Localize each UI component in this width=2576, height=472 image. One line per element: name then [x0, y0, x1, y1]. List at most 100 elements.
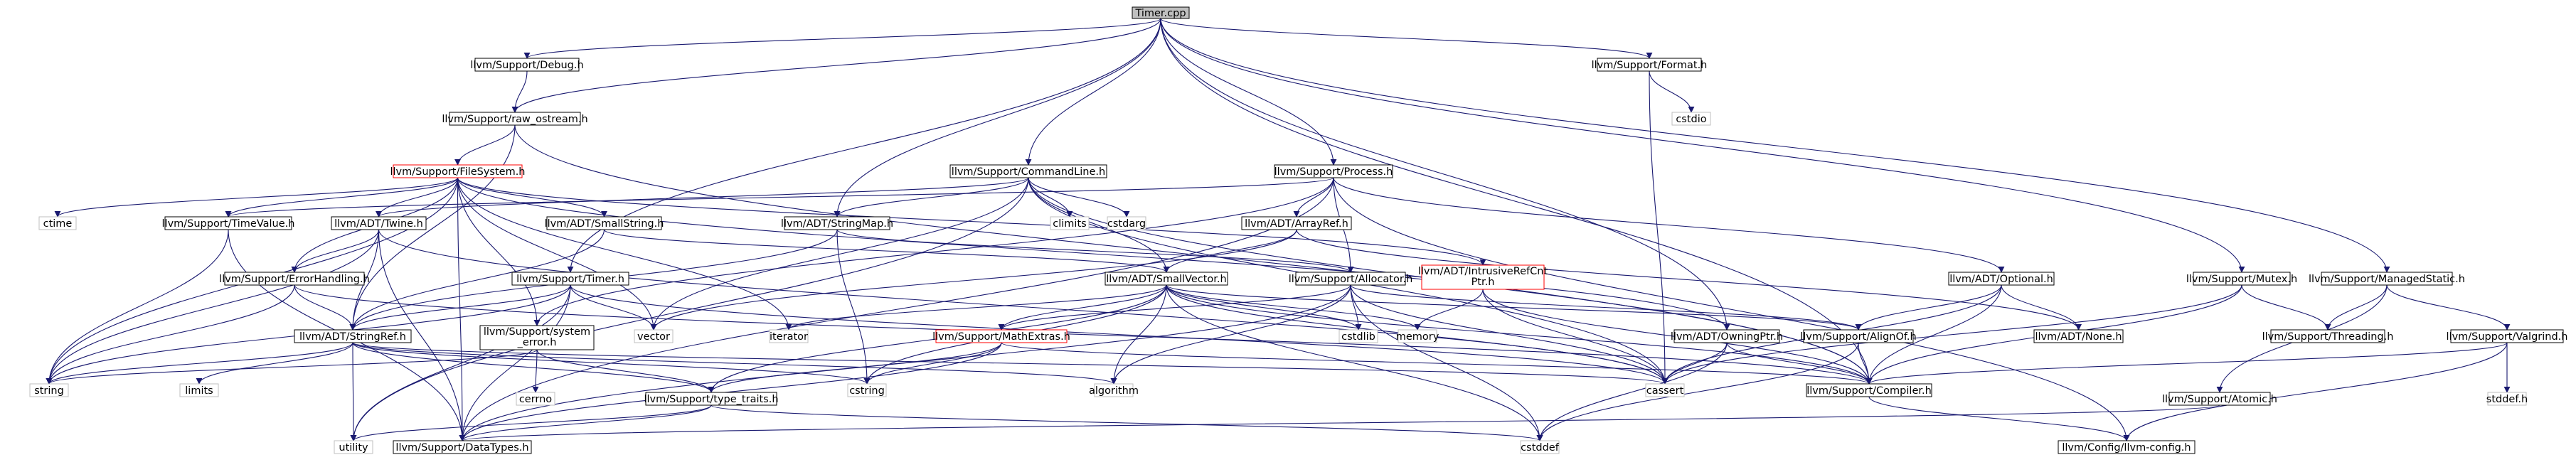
edge-process-to-timevalue — [225, 177, 1334, 218]
node-twine[interactable]: llvm/ADT/Twine.h — [331, 216, 427, 230]
node-stringref[interactable]: llvm/ADT/StringRef.h — [294, 329, 412, 343]
node-smallvector[interactable]: llvm/ADT/SmallVector.h — [1105, 272, 1228, 286]
node-mutex[interactable]: llvm/Support/Mutex.h — [2186, 272, 2297, 286]
edge-filesystem-to-vector — [457, 177, 657, 331]
node-system_error[interactable]: llvm/Support/system_error.h — [479, 325, 595, 350]
node-timer-box — [511, 272, 629, 286]
edge-commandline-to-stringmap — [834, 177, 1029, 218]
node-managedstatic[interactable]: llvm/Support/ManagedStatic.h — [2309, 272, 2465, 286]
node-system_error-box — [479, 325, 595, 350]
node-datatypes[interactable]: llvm/Support/DataTypes.h — [393, 440, 532, 454]
node-cerrno: cerrno — [516, 392, 555, 406]
node-arrayref[interactable]: llvm/ADT/ArrayRef.h — [1241, 216, 1352, 230]
node-type_traits-label: llvm/Support/type_traits.h — [644, 394, 778, 405]
edge-root-to-timer — [567, 18, 1161, 273]
node-process[interactable]: llvm/Support/Process.h — [1274, 164, 1393, 178]
edge-root-to-mutex — [1160, 18, 2245, 273]
edge-format-to-cstdio — [1649, 70, 1695, 113]
node-cstddef-label: cstddef — [1521, 442, 1560, 454]
node-climits-box — [1050, 216, 1090, 230]
edge-mutex-to-threading — [2241, 284, 2331, 331]
node-commandline[interactable]: llvm/Support/CommandLine.h — [949, 164, 1107, 178]
edge-stringref-to-cstring — [352, 342, 871, 385]
edge-stringmap-to-allocator — [836, 229, 1354, 273]
node-system_error-label: llvm/Support/system_error.h — [484, 326, 590, 348]
node-iterator: iterator — [769, 329, 809, 343]
edge-raw_ostream-to-compiler — [514, 124, 1873, 385]
node-timevalue-box — [164, 216, 292, 230]
node-cstdlib-box — [1338, 329, 1378, 343]
node-threading-box — [2270, 329, 2385, 343]
node-stddef-box — [2487, 392, 2527, 406]
node-climits-label: climits — [1053, 218, 1086, 230]
edge-errorhandling-to-stringref — [294, 284, 356, 331]
node-timer[interactable]: llvm/Support/Timer.h — [511, 272, 629, 286]
node-algorithm-box — [1094, 383, 1134, 397]
node-cerrno-label: cerrno — [519, 394, 552, 405]
node-mathextras[interactable]: llvm/Support/MathExtras.h — [932, 329, 1070, 343]
node-llvmconfig[interactable]: llvm/Config/llvm-config.h — [2058, 440, 2196, 454]
node-twine-box — [331, 216, 427, 230]
edge-smallvector-to-cstddef — [1166, 284, 1543, 441]
edge-arrayref-to-none — [1296, 229, 2082, 331]
node-arrayref-label: llvm/ADT/ArrayRef.h — [1245, 218, 1348, 230]
edge-timer-to-vector — [570, 284, 657, 331]
node-owningptr[interactable]: llvm/ADT/OwningPtr.h — [1671, 329, 1783, 343]
node-limits-label: limits — [185, 385, 213, 397]
edge-root-to-owningptr — [1160, 18, 1730, 331]
edge-process-to-optional — [1333, 177, 2005, 273]
edge-filesystem-to-intrusiverefcnt — [457, 177, 1486, 266]
node-vector: vector — [634, 329, 674, 343]
node-optional-box — [1948, 272, 2055, 286]
node-raw_ostream[interactable]: llvm/Support/raw_ostream.h — [442, 112, 588, 126]
edge-valgrind-to-llvmconfig — [2123, 342, 2508, 441]
node-commandline-label: llvm/Support/CommandLine.h — [952, 166, 1105, 178]
edge-atomic-to-datatypes — [459, 404, 2220, 441]
edge-stringref-to-cassert — [352, 342, 1668, 385]
node-type_traits[interactable]: llvm/Support/type_traits.h — [644, 392, 779, 406]
node-filesystem[interactable]: llvm/Support/FileSystem.h — [390, 164, 526, 178]
node-limits: limits — [179, 383, 219, 397]
edge-optional-to-compiler — [1866, 284, 2002, 385]
edge-twine-to-cassert — [378, 229, 1668, 385]
node-debug[interactable]: llvm/Support/Debug.h — [470, 58, 584, 72]
node-smallstring[interactable]: llvm/ADT/SmallString.h — [545, 216, 664, 230]
node-stringmap[interactable]: llvm/ADT/StringMap.h — [781, 216, 893, 230]
edge-root-to-raw_ostream — [511, 18, 1161, 113]
node-compiler[interactable]: llvm/Support/Compiler.h — [1806, 383, 1932, 397]
node-twine-label: llvm/ADT/Twine.h — [334, 218, 423, 230]
node-none[interactable]: llvm/ADT/None.h — [2033, 329, 2124, 343]
node-timevalue[interactable]: llvm/Support/TimeValue.h — [162, 216, 295, 230]
node-string: string — [29, 383, 69, 397]
node-vector-box — [634, 329, 674, 343]
node-mathextras-box — [935, 329, 1068, 343]
edge-optional-to-none — [2001, 284, 2082, 331]
node-memory: memory — [1396, 329, 1439, 343]
node-allocator[interactable]: llvm/Support/Allocator.h — [1289, 272, 1413, 286]
edge-stringref-to-string — [46, 342, 353, 385]
node-alignof[interactable]: llvm/Support/AlignOf.h — [1800, 329, 1917, 343]
node-datatypes-box — [393, 440, 532, 454]
edge-mutex-to-cassert — [1661, 284, 2242, 385]
node-valgrind[interactable]: llvm/Support/Valgrind.h — [2447, 329, 2568, 343]
edge-smallvector-to-compiler — [1166, 284, 1873, 385]
node-format[interactable]: llvm/Support/Format.h — [1592, 58, 1708, 72]
node-errorhandling[interactable]: llvm/Support/ErrorHandling.h — [219, 272, 370, 286]
node-mathextras-label: llvm/Support/MathExtras.h — [932, 331, 1070, 343]
edge-type_traits-to-utility — [350, 404, 712, 441]
edge-stringmap-to-cstring — [836, 229, 871, 385]
node-cassert-box — [1645, 383, 1685, 397]
edge-mathextras-to-type_traits — [708, 342, 1002, 393]
edge-commandline-to-smallvector — [1028, 177, 1170, 273]
node-stringref-box — [294, 329, 412, 343]
edge-commandline-to-climits — [1028, 177, 1073, 218]
edge-twine-to-errorhandling — [291, 229, 380, 273]
node-optional[interactable]: llvm/ADT/Optional.h — [1948, 272, 2055, 286]
node-root[interactable]: Timer.cpp — [1132, 6, 1190, 19]
node-atomic[interactable]: llvm/Support/Atomic.h — [2162, 392, 2277, 406]
edge-system_error-to-cerrno — [532, 349, 539, 393]
edge-owningptr-to-cassert — [1661, 342, 1728, 385]
node-threading[interactable]: llvm/Support/Threading.h — [2262, 329, 2394, 343]
node-valgrind-label: llvm/Support/Valgrind.h — [2447, 331, 2568, 343]
